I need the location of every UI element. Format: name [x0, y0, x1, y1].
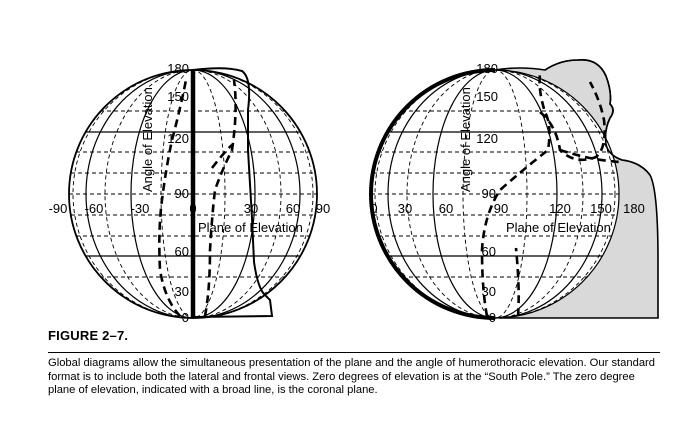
lateral-plane-tick: 90: [316, 201, 330, 216]
figure-label: FIGURE 2–7.: [48, 328, 129, 343]
frontal-motion-paths: [480, 73, 621, 317]
lateral-elevation-tick: 90: [175, 186, 189, 201]
lateral-elevation-tick: 60: [175, 244, 189, 259]
lateral-elevation-axis-label: Angle of Elevation: [140, 87, 155, 192]
lateral-plane-axis-label: Plane of Elevation: [198, 220, 303, 235]
frontal-elevation-tick: 90: [482, 186, 496, 201]
frontal-plane-ticks: 0 30 60 90 120 150 180: [370, 201, 644, 216]
frontal-plane-tick: 30: [398, 201, 412, 216]
frontal-view-diagram: 180 150 120 90 60 30 0 0 30 60 90 120 15…: [369, 59, 659, 325]
lateral-plane-tick: -90: [49, 201, 68, 216]
lateral-plane-tick: 60: [286, 201, 300, 216]
lateral-shoulder-silhouette: [192, 67, 274, 319]
frontal-plane-axis-label: Plane of Elevation: [506, 220, 611, 235]
lateral-plane-tick: -60: [85, 201, 104, 216]
frontal-plane-tick: 90: [494, 201, 508, 216]
lateral-plane-ticks: -90 -60 -30 0 30 60 90: [49, 201, 331, 216]
frontal-elevation-tick: 120: [476, 131, 498, 146]
lateral-view-diagram: 180 150 120 90 60 30 0 -90 -60 -30 0 30 …: [49, 61, 331, 325]
frontal-arm-outline: [544, 59, 651, 176]
lateral-elevation-tick: 120: [167, 131, 189, 146]
lateral-plane-tick: 30: [244, 201, 258, 216]
frontal-elevation-tick: 0: [489, 310, 496, 325]
frontal-plane-tick: 0: [370, 201, 377, 216]
lateral-plane-tick: -30: [131, 201, 150, 216]
frontal-elevation-tick: 180: [476, 61, 498, 76]
lateral-elevation-tick: 180: [167, 61, 189, 76]
lateral-motion-paths: [158, 79, 237, 317]
frontal-plane-tick: 120: [549, 201, 571, 216]
lateral-elevation-tick: 30: [175, 284, 189, 299]
frontal-plane-tick: 180: [623, 201, 645, 216]
figure-caption: Global diagrams allow the simultaneous p…: [48, 357, 655, 397]
frontal-plane-tick: 150: [590, 201, 612, 216]
global-diagrams-figure: 180 150 120 90 60 30 0 -90 -60 -30 0 30 …: [49, 59, 659, 325]
frontal-elevation-tick: 30: [482, 284, 496, 299]
lateral-elevation-ticks: 180 150 120 90 60 30 0: [167, 61, 189, 325]
lateral-elevation-tick: 0: [182, 310, 189, 325]
frontal-globe: [369, 68, 620, 320]
lateral-elevation-tick: 150: [167, 89, 189, 104]
frontal-elevation-tick: 150: [476, 89, 498, 104]
caption-divider: [48, 352, 660, 353]
frontal-elevation-ticks: 180 150 120 90 60 30 0: [476, 61, 498, 325]
frontal-plane-tick: 60: [439, 201, 453, 216]
lateral-plane-tick: 0: [189, 201, 196, 216]
frontal-elevation-tick: 60: [482, 244, 496, 259]
frontal-elevation-axis-label: Angle of Elevation: [458, 87, 473, 192]
